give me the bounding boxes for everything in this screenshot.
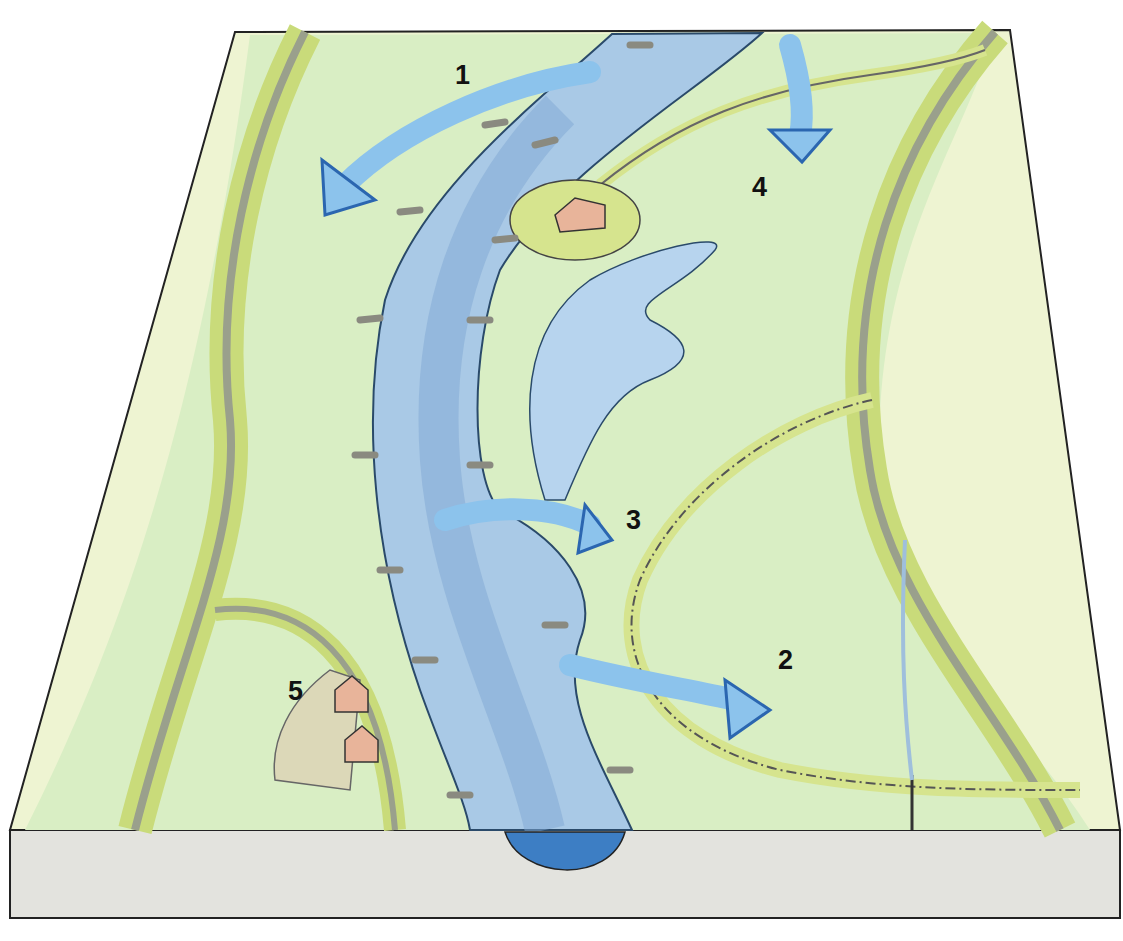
- block-front: [10, 830, 1120, 918]
- river-section: [505, 832, 625, 870]
- dike: [135, 32, 305, 830]
- dike-road: [862, 32, 1060, 830]
- secondary-dike: [631, 400, 1080, 790]
- dike: [862, 32, 1060, 830]
- callout-number: 3: [626, 505, 641, 536]
- farm-house: [555, 198, 605, 232]
- ditch: [903, 540, 912, 780]
- dike-road: [215, 609, 395, 830]
- farm-mound: [510, 180, 640, 260]
- secondary-dike-line: [631, 400, 1080, 790]
- sluice: [911, 775, 914, 830]
- flow-arrows: [345, 45, 802, 700]
- dike-road: [135, 32, 305, 830]
- callout-number: 4: [752, 172, 767, 203]
- block-top: [10, 30, 1120, 830]
- house: [335, 676, 368, 712]
- house: [345, 726, 378, 762]
- floodplain: [25, 33, 1090, 830]
- callout-number: 2: [778, 645, 793, 676]
- river: [373, 33, 762, 830]
- callout-number: 1: [455, 60, 470, 91]
- callout-number: 5: [288, 676, 303, 707]
- arrow-heads: [322, 130, 830, 738]
- side-channel: [530, 242, 717, 500]
- dike: [215, 609, 395, 830]
